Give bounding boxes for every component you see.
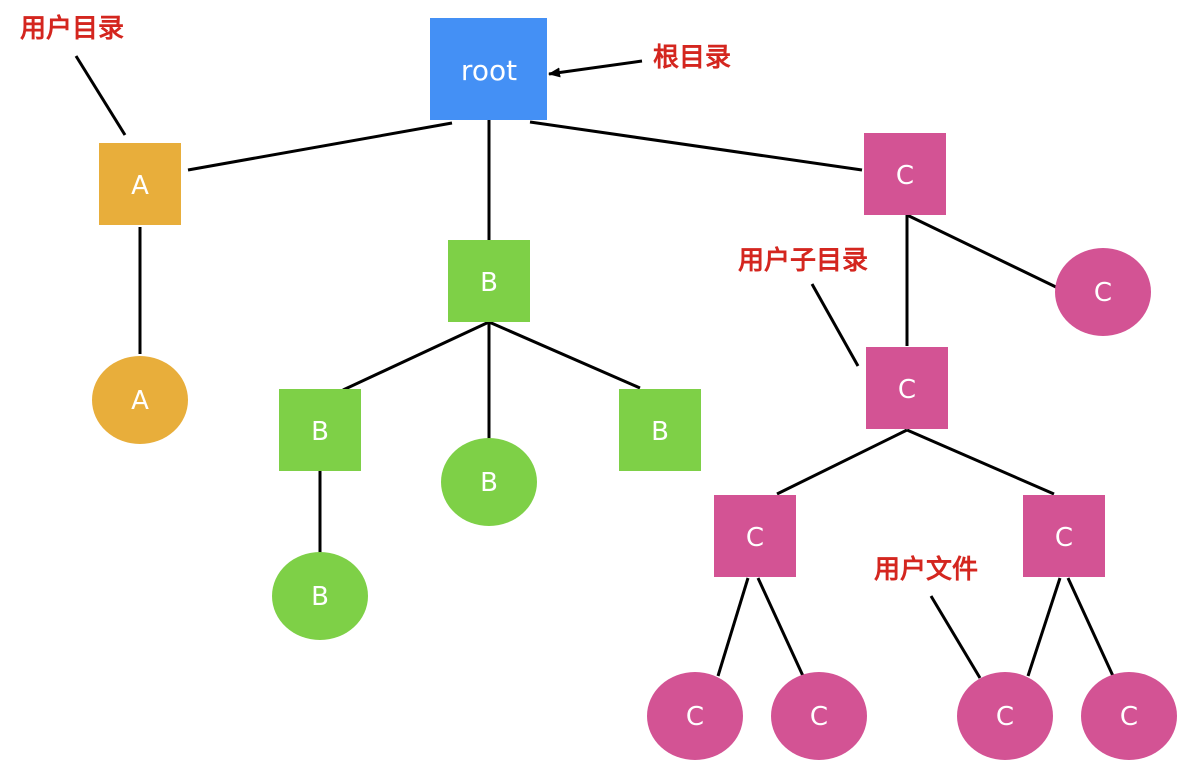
edge-b-bleft	[342, 320, 490, 392]
edge-b-bright	[488, 320, 641, 390]
root-node: root	[430, 18, 547, 120]
folder-c-left-box	[714, 495, 796, 577]
folder-b-left: B	[279, 389, 361, 471]
edge-root-a	[187, 121, 453, 172]
folder-c-mid-label: C	[898, 375, 916, 405]
folder-a-box	[99, 143, 181, 225]
file-a-shape	[92, 356, 188, 444]
file-b-mid-label: B	[480, 468, 498, 498]
file-b-bottom: B	[272, 552, 368, 640]
folder-c-right-box	[1023, 495, 1105, 577]
folder-c-box	[864, 133, 946, 215]
folder-b-right: B	[619, 389, 701, 471]
file-c-1-label: C	[686, 702, 704, 732]
file-c-3-shape	[957, 672, 1053, 760]
folder-c-right: C	[1023, 495, 1105, 577]
file-c-2: C	[771, 672, 867, 760]
file-b-mid-shape	[441, 438, 537, 526]
file-c-top-shape	[1055, 248, 1151, 336]
annotation-user-file: 用户文件	[874, 554, 978, 585]
folder-a-label: A	[131, 171, 149, 201]
folder-a: A	[99, 143, 181, 225]
folder-b-left-label: B	[311, 417, 329, 447]
file-b-bottom-shape	[272, 552, 368, 640]
file-c-top-label: C	[1094, 278, 1112, 308]
file-c-1-shape	[647, 672, 743, 760]
pointer-user-subdir	[810, 283, 860, 367]
root-label: root	[461, 54, 517, 87]
file-a-label: A	[131, 386, 149, 416]
file-c-1: C	[647, 672, 743, 760]
edge-cmid-cright	[906, 428, 1055, 496]
edge-cright-c3	[1026, 577, 1062, 677]
annotations: 用户目录 根目录 用户子目录 用户文件	[20, 13, 978, 585]
file-c-3-label: C	[996, 702, 1014, 732]
edge-cright-c4	[1066, 577, 1115, 677]
file-c-2-label: C	[810, 702, 828, 732]
edge-cleft-c1	[716, 577, 750, 677]
folder-c-label: C	[896, 161, 914, 191]
folder-b-left-box	[279, 389, 361, 471]
folder-b-right-label: B	[651, 417, 669, 447]
folder-c-left: C	[714, 495, 796, 577]
edge-root-c	[529, 120, 863, 172]
edge-c-ctop	[906, 213, 1059, 290]
folder-c-left-label: C	[746, 523, 764, 553]
file-c-2-shape	[771, 672, 867, 760]
folder-c-mid: C	[866, 347, 948, 429]
edge-cleft-c2	[756, 577, 805, 677]
file-b-bottom-label: B	[311, 582, 329, 612]
pointer-user-dir	[74, 55, 127, 136]
folder-c: C	[864, 133, 946, 215]
file-c-4-shape	[1081, 672, 1177, 760]
folder-b: B	[448, 240, 530, 322]
folder-c-mid-box	[866, 347, 948, 429]
folder-b-right-box	[619, 389, 701, 471]
edge-cmid-cleft	[776, 428, 908, 496]
annotation-root-dir: 根目录	[653, 43, 731, 73]
pointer-user-file	[929, 595, 982, 679]
edges	[138, 120, 1115, 677]
annotation-user-subdir: 用户子目录	[738, 245, 868, 276]
file-c-4: C	[1081, 672, 1177, 760]
folder-b-label: B	[480, 268, 498, 298]
pointer-root-dir-arrow	[548, 59, 643, 78]
file-b-mid: B	[441, 438, 537, 526]
folder-c-right-label: C	[1055, 523, 1073, 553]
annotation-user-dir: 用户目录	[20, 13, 124, 44]
file-a: A	[92, 356, 188, 444]
annotation-pointers	[74, 55, 982, 679]
folder-b-box	[448, 240, 530, 322]
file-c-3: C	[957, 672, 1053, 760]
file-c-4-label: C	[1120, 702, 1138, 732]
file-c-top: C	[1055, 248, 1151, 336]
root-box	[430, 18, 547, 120]
